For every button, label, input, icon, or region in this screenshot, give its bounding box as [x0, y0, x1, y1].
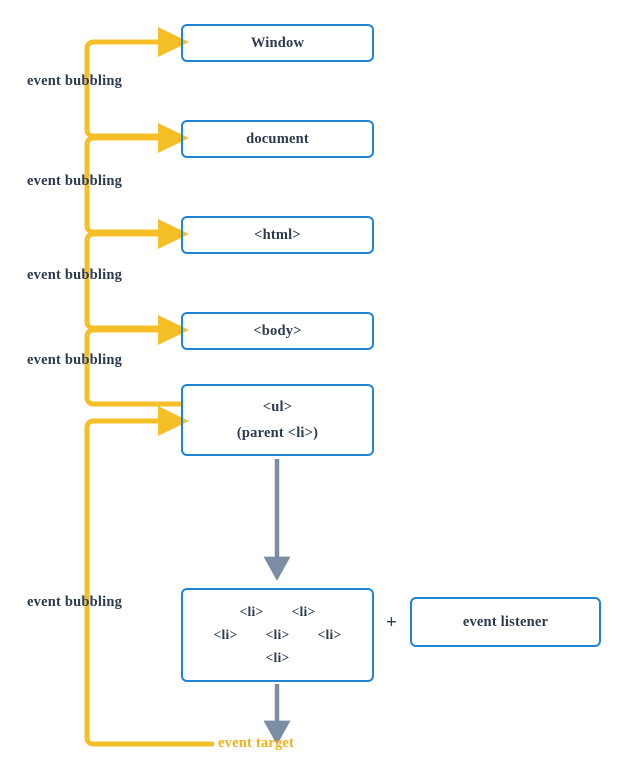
bubbling-label-1: event bubbling	[27, 73, 123, 89]
li-row: <li>	[252, 650, 304, 666]
event-target-label: event target	[218, 735, 295, 751]
bubbling-label-2: event bubbling	[27, 173, 123, 189]
node-document[interactable]: document	[181, 120, 374, 158]
node-ul[interactable]: <ul> (parent <li>)	[181, 384, 374, 456]
node-li-group[interactable]: <li> <li> <li> <li> <li> <li>	[181, 588, 374, 682]
node-html-label: <html>	[254, 226, 301, 243]
node-document-label: document	[246, 130, 309, 147]
li-item: <li>	[239, 604, 264, 619]
li-item: <li>	[265, 650, 290, 665]
bubble-arrow-target-to-ul	[84, 406, 215, 747]
li-row: <li> <li> <li>	[200, 627, 356, 643]
bubbling-label-4: event bubbling	[27, 352, 123, 368]
node-html[interactable]: <html>	[181, 216, 374, 254]
node-window[interactable]: Window	[181, 24, 374, 62]
li-grid: <li> <li> <li> <li> <li> <li>	[200, 604, 356, 666]
node-ul-label-line2: (parent <li>)	[236, 424, 319, 441]
node-body-label: <body>	[253, 322, 302, 339]
li-row: <li> <li>	[226, 604, 330, 620]
li-item: <li>	[317, 627, 342, 642]
li-item: <li>	[265, 627, 290, 642]
node-body[interactable]: <body>	[181, 312, 374, 350]
plus-icon: +	[386, 612, 397, 633]
bubbling-label-3: event bubbling	[27, 267, 123, 283]
li-item: <li>	[291, 604, 316, 619]
node-event-listener[interactable]: event listener	[410, 597, 601, 647]
li-item: <li>	[213, 627, 238, 642]
bubbling-label-5: event bubbling	[27, 594, 123, 610]
node-ul-label-line1: <ul>	[262, 398, 293, 415]
node-event-listener-label: event listener	[462, 613, 549, 630]
node-window-label: Window	[250, 34, 305, 51]
